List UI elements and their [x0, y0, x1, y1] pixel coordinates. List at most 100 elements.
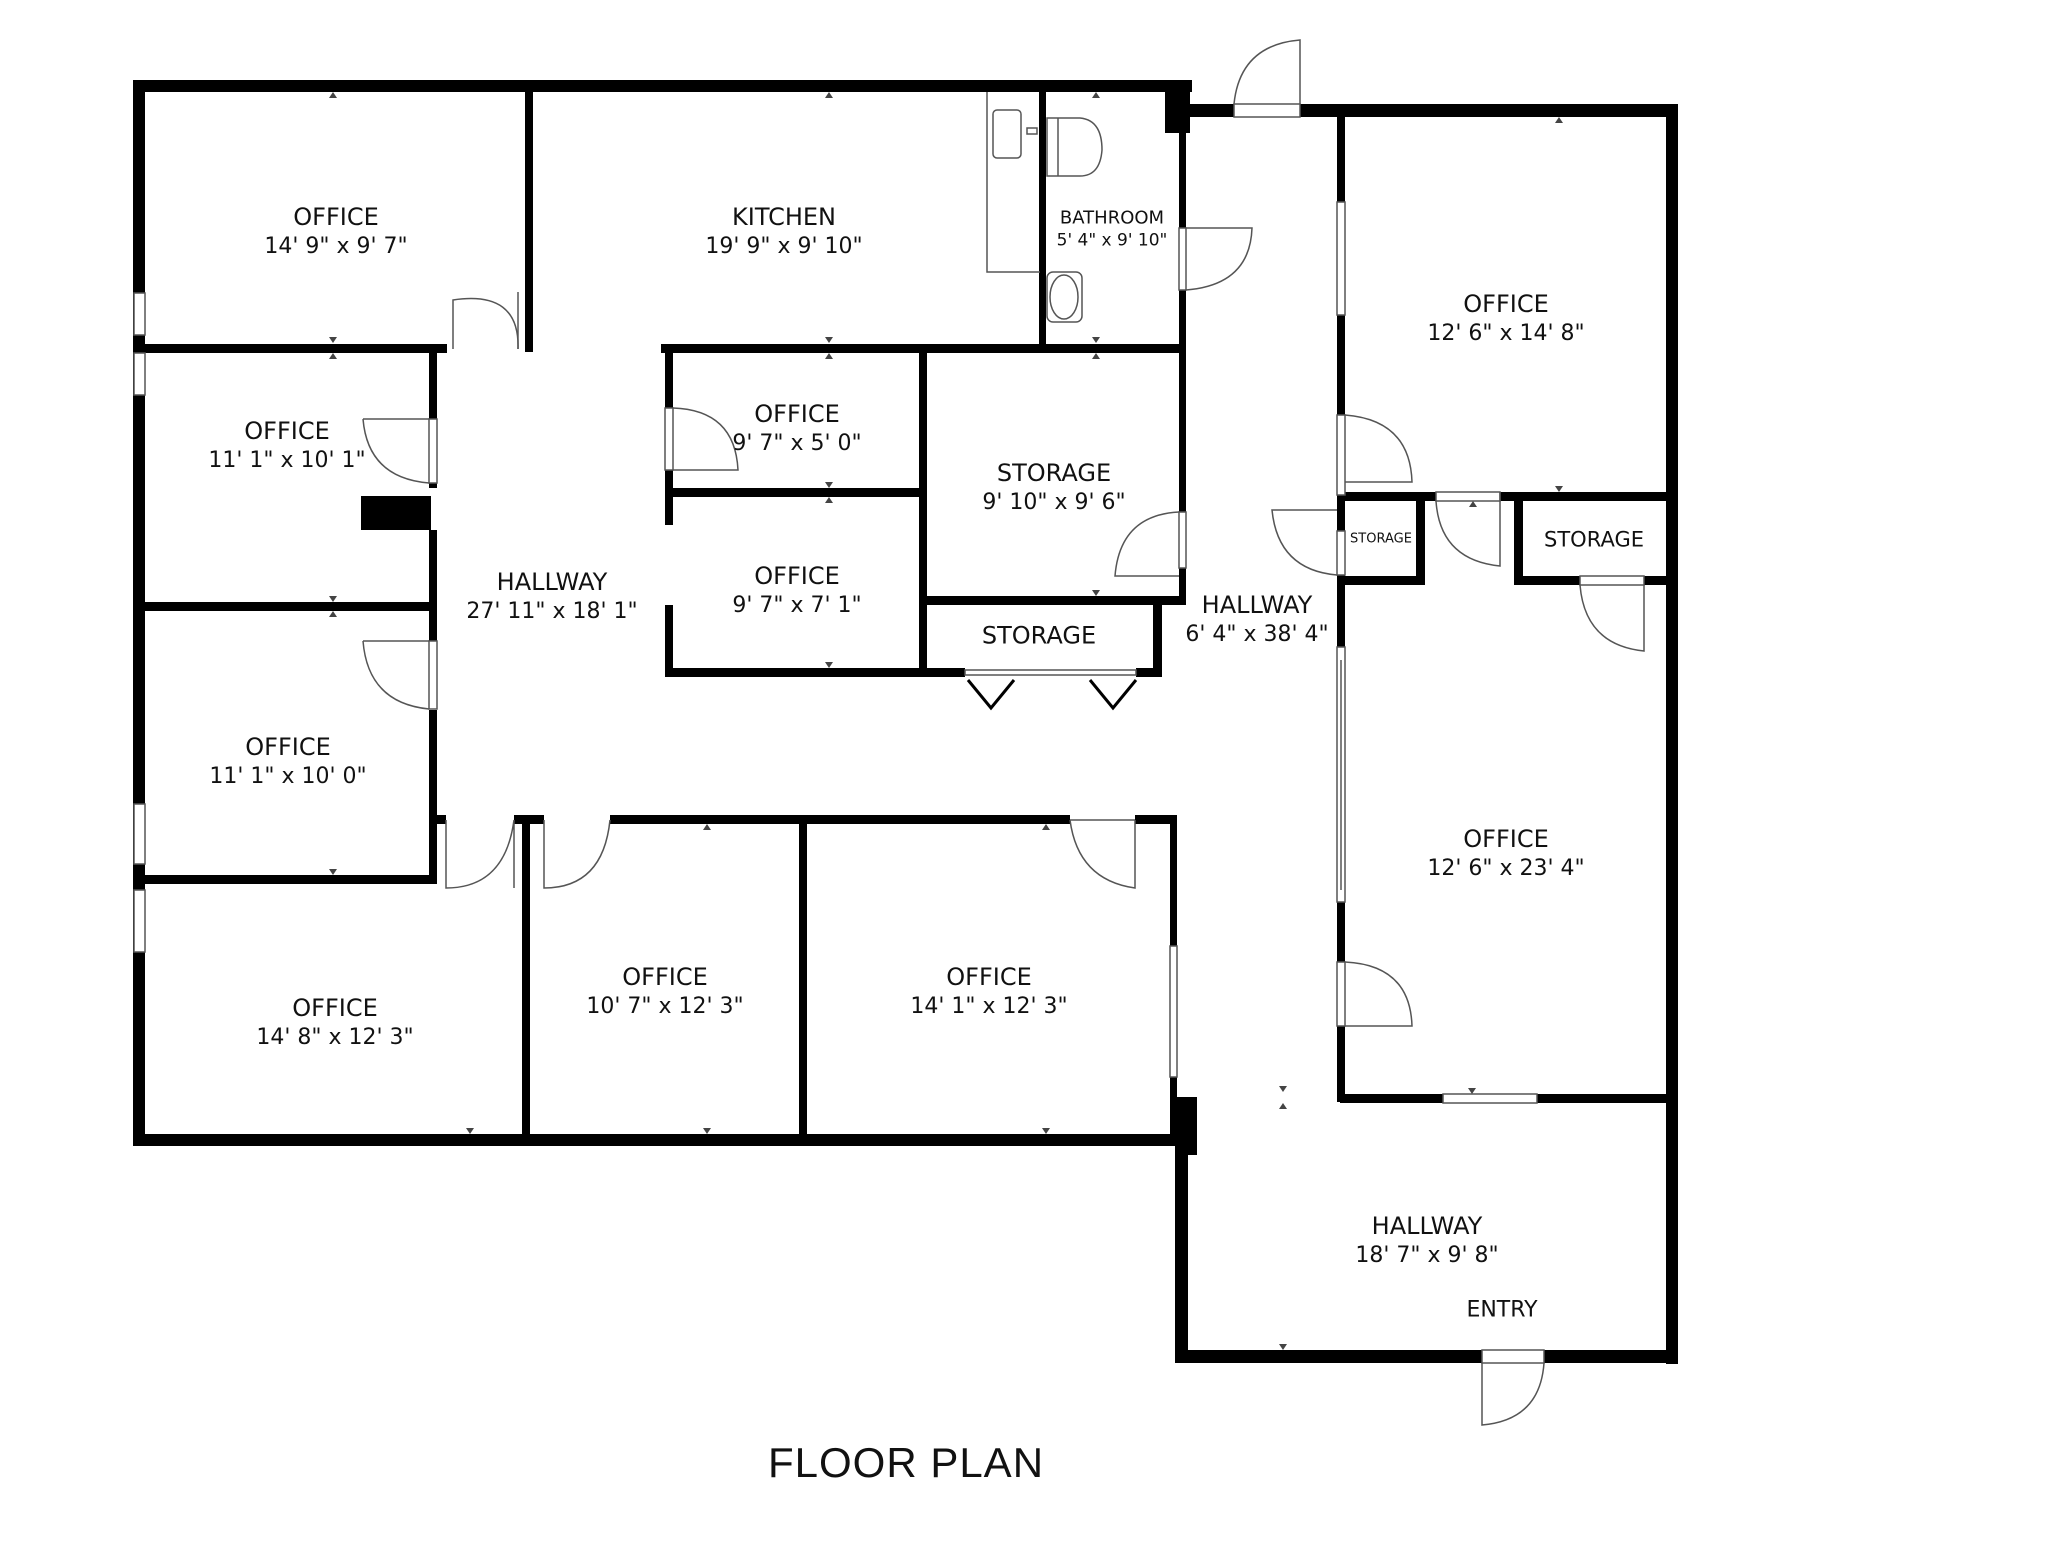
wall-office1-right — [525, 86, 533, 352]
wall-storage-right — [1179, 348, 1186, 512]
wall-bath-right — [1179, 95, 1186, 228]
wall-office3-right — [429, 605, 437, 641]
room-dims: 27' 11" x 18' 1" — [466, 599, 638, 625]
room-dims: 11' 1" x 10' 0" — [209, 764, 367, 790]
wall-bottom-left — [133, 1134, 1181, 1146]
room-name: STORAGE — [1544, 527, 1644, 552]
wall-office-lower-right — [1170, 818, 1177, 946]
wall-office-r1-bottom-b — [1500, 492, 1670, 501]
room-office-small-2: OFFICE 9' 7" x 7' 1" — [732, 561, 861, 621]
wall-lower-top-a — [434, 815, 446, 824]
wall-right-outer — [1666, 104, 1678, 1364]
room-name: OFFICE — [293, 203, 379, 232]
room-name: OFFICE — [292, 994, 378, 1023]
room-office-left-2: OFFICE 11' 1" x 10' 1" — [208, 416, 365, 476]
wall-office2-bottom — [140, 602, 437, 611]
room-dims: 6' 4" x 38' 4" — [1185, 622, 1329, 648]
wall-office3-bottom — [140, 875, 437, 884]
room-dims: 19' 9" x 9' 10" — [705, 234, 863, 260]
wall-office2-right-b — [429, 530, 437, 610]
room-dims: 14' 1" x 12' 3" — [910, 994, 1068, 1020]
room-dims: 14' 9" x 9' 7" — [264, 234, 408, 260]
wall-small-office-left — [665, 348, 673, 408]
room-kitchen: KITCHEN 19' 9" x 9' 10" — [705, 202, 862, 262]
room-name: OFFICE — [754, 400, 840, 429]
wall-storage-r-left — [1514, 496, 1523, 584]
wall-office-lower-right-b — [1170, 1077, 1177, 1141]
wall-hall-right-c — [1337, 495, 1345, 531]
room-name: ENTRY — [1466, 1297, 1538, 1323]
room-name: STORAGE — [996, 459, 1112, 488]
wall-small-office-mid — [669, 488, 919, 497]
wall-hall-right-b — [1337, 315, 1345, 415]
wall-hall-right-a — [1337, 110, 1345, 202]
room-name: OFFICE — [245, 733, 331, 762]
room-name: OFFICE — [1463, 290, 1549, 319]
wall-storage-r-bottom-a — [1514, 576, 1580, 585]
wall-storage-r-bottom-b — [1644, 576, 1670, 585]
wall-lower-top-d — [1135, 815, 1177, 824]
room-bathroom: BATHROOM 5' 4" x 9' 10" — [1057, 206, 1168, 251]
wall-storage-bottom-right — [1136, 668, 1162, 677]
room-office-small-1: OFFICE 9' 7" x 5' 0" — [732, 399, 861, 459]
room-name: STORAGE — [981, 621, 1097, 650]
wall-office-r1-bottom-a — [1340, 492, 1436, 501]
wall-storage-small-right — [1416, 496, 1425, 584]
room-office-bottom-left: OFFICE 14' 8" x 12' 3" — [256, 993, 413, 1053]
room-dims: 5' 4" x 9' 10" — [1056, 230, 1168, 251]
wall-storage-right-b — [1179, 568, 1186, 604]
room-dims: 14' 8" x 12' 3" — [256, 1025, 414, 1051]
room-storage-tiny: STORAGE — [1350, 532, 1412, 549]
room-name: HALLWAY — [496, 568, 608, 597]
wall-office2-right — [429, 348, 437, 488]
room-name: HALLWAY — [1201, 591, 1313, 620]
wall-entry-left — [1175, 1097, 1188, 1362]
wall-small-office-left-c — [665, 605, 673, 675]
room-storage-large: STORAGE 9' 10" x 9' 6" — [982, 458, 1125, 518]
wall-small-office-bottom — [665, 668, 965, 677]
plan-title: FLOOR PLAN — [767, 1439, 1045, 1486]
wall-top-left — [135, 80, 1192, 92]
room-name: OFFICE — [622, 963, 708, 992]
wall-lower-top-c — [610, 815, 1070, 824]
room-dims: 9' 7" x 5' 0" — [732, 431, 862, 457]
room-office-bottom-mid: OFFICE 10' 7" x 12' 3" — [586, 962, 743, 1022]
wall-hall-right-e — [1337, 902, 1345, 962]
wall-office-r2-bottom-b — [1537, 1094, 1670, 1103]
room-dims: 18' 7" x 9' 8" — [1355, 1243, 1499, 1269]
wall-office-lower-div1 — [522, 818, 530, 1138]
wall-storage-mid — [923, 596, 1186, 605]
room-office-bottom-right: OFFICE 14' 1" x 12' 3" — [910, 962, 1067, 1022]
room-office-top-left: OFFICE 14' 9" x 9' 7" — [264, 202, 407, 262]
room-office-left-3: OFFICE 11' 1" x 10' 0" — [209, 732, 366, 792]
wall-hall-right-d — [1337, 575, 1345, 647]
wall-storage-small-bottom — [1340, 576, 1425, 585]
wall-storage2-right — [1153, 600, 1162, 677]
room-dims: 12' 6" x 14' 8" — [1427, 321, 1585, 347]
wall-top-right-b — [1300, 104, 1678, 117]
wall-top-right-a — [1179, 104, 1234, 117]
wall-kitchen-bath-div — [1039, 86, 1046, 352]
room-storage-right: STORAGE — [1544, 526, 1644, 553]
room-office-right-large: OFFICE 12' 6" x 23' 4" — [1427, 824, 1584, 884]
room-dims: 10' 7" x 12' 3" — [586, 994, 744, 1020]
wall-hall-right-f — [1337, 1026, 1345, 1102]
room-dims: 9' 10" x 9' 6" — [982, 490, 1126, 516]
room-dims: 12' 6" x 23' 4" — [1427, 856, 1585, 882]
room-name: OFFICE — [946, 963, 1032, 992]
room-dims: 11' 1" x 10' 1" — [208, 448, 366, 474]
room-name: KITCHEN — [732, 203, 836, 232]
wall-office1-bottom — [140, 344, 447, 353]
wall-stub-block — [361, 496, 431, 530]
room-dims: 9' 7" x 7' 1" — [732, 593, 862, 619]
wall-entry-bottom-a — [1175, 1350, 1482, 1363]
room-name: OFFICE — [244, 417, 330, 446]
room-entry: ENTRY — [1466, 1297, 1537, 1326]
wall-small-office-right — [919, 348, 927, 675]
room-name: OFFICE — [754, 562, 840, 591]
room-hallway-long: HALLWAY 6' 4" x 38' 4" — [1185, 590, 1328, 650]
room-name: HALLWAY — [1371, 1212, 1483, 1241]
room-name: OFFICE — [1463, 825, 1549, 854]
wall-office3-right-b — [429, 710, 437, 882]
wall-small-office-left-b — [665, 470, 673, 525]
